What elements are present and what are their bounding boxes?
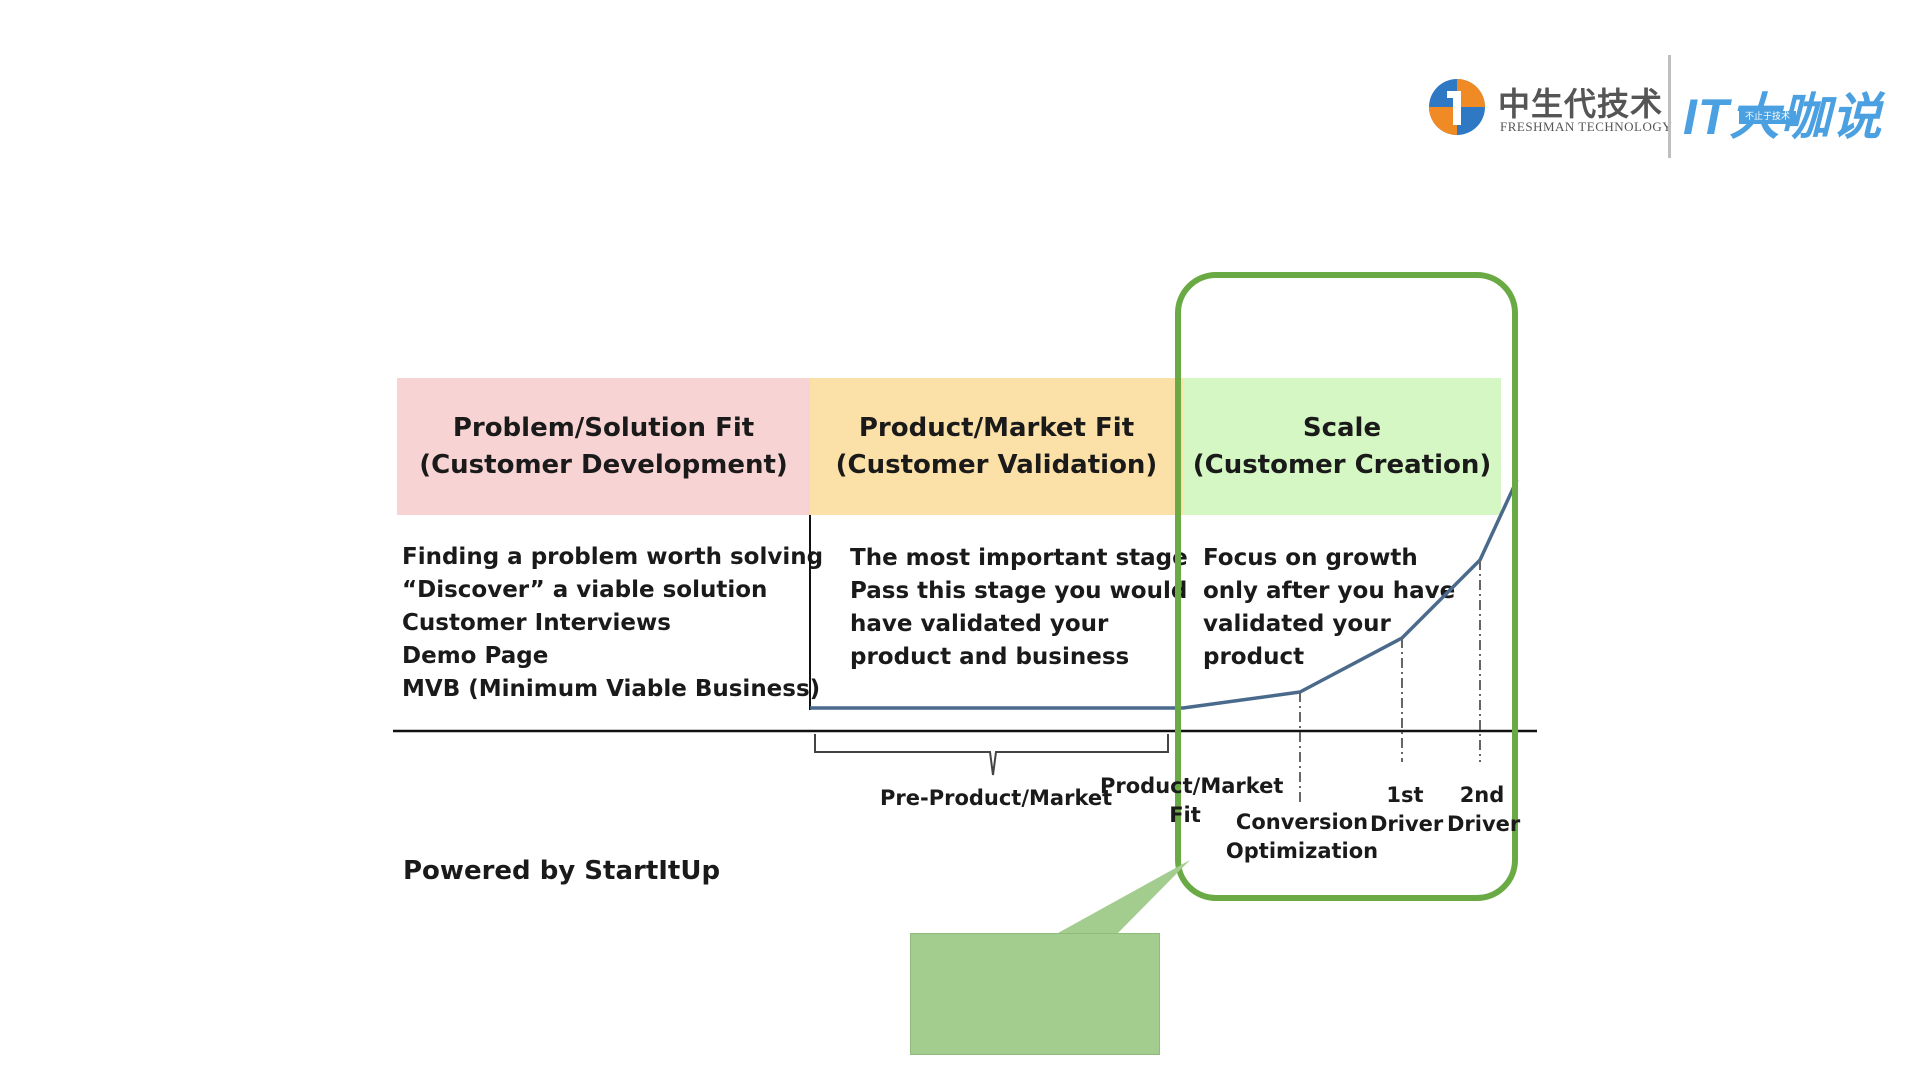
stage-subtitle: (Customer Creation) — [1192, 449, 1492, 480]
label-second-driver: 2nd Driver — [1447, 781, 1521, 839]
powered-by-credit: Powered by StartItUp — [403, 856, 721, 886]
description-line: Focus on growth — [1203, 545, 1418, 571]
label-line: Conversion — [1235, 810, 1369, 834]
description-line: validated your — [1203, 611, 1391, 637]
stage-header-product-market: Product/Market Fit (Customer Validation) — [810, 378, 1183, 515]
description-line: product and business — [850, 644, 1130, 670]
stage-header-scale: Scale (Customer Creation) — [1183, 378, 1501, 515]
description-line: Demo Page — [402, 643, 549, 669]
label-line: Fit — [1169, 803, 1201, 827]
itkashuo-logo: IT大咖说 不止于技术 — [1683, 77, 1883, 145]
description-line: MVB (Minimum Viable Business) — [402, 676, 821, 702]
label-line: Product/Market — [1100, 774, 1284, 798]
freshman-chinese-name: 中生代技术 — [1498, 85, 1664, 123]
logo-divider — [1668, 55, 1671, 158]
pre-product-market-brace — [814, 734, 1169, 776]
stage-subtitle: (Customer Development) — [419, 449, 788, 480]
itkashuo-tagline: 不止于技术 — [1739, 111, 1797, 124]
stage-description-product-market: The most important stage Pass this stage… — [850, 542, 1188, 674]
label-line: Optimization — [1225, 839, 1379, 863]
label-first-driver: 1st Driver — [1370, 781, 1444, 839]
description-line: The most important stage — [850, 545, 1188, 571]
stage-title: Scale — [1302, 412, 1382, 443]
stage-title: Product/Market Fit — [858, 412, 1135, 443]
description-line: Finding a problem worth solving — [402, 544, 824, 570]
freshman-emblem-icon — [1429, 79, 1485, 135]
description-line: Customer Interviews — [402, 610, 671, 636]
label-line: 2nd — [1459, 783, 1505, 807]
label-conversion-optimization: Conversion Optimization — [1222, 808, 1382, 866]
label-line: Driver — [1370, 812, 1444, 836]
callout-box — [910, 933, 1160, 1055]
description-line: Pass this stage you would — [850, 578, 1188, 604]
label-product-market-fit: Product/Market Fit — [1100, 772, 1284, 830]
description-line: “Discover” a viable solution — [402, 577, 768, 603]
description-line: have validated your — [850, 611, 1109, 637]
label-line: 1st — [1386, 783, 1424, 807]
header-logos: 中生代技术 FRESHMAN TECHNOLOGY IT大咖说 不止于技术 — [1425, 55, 1895, 165]
label-pre-product-market: Pre-Product/Market — [880, 786, 1113, 810]
stage-description-problem-solution: Finding a problem worth solving “Discove… — [402, 541, 823, 706]
stage-description-scale: Focus on growth only after you have vali… — [1203, 542, 1455, 674]
description-line: product — [1203, 644, 1305, 670]
callout-pointer — [1058, 860, 1190, 933]
stage-title: Problem/Solution Fit — [452, 412, 755, 443]
freshman-english-name: FRESHMAN TECHNOLOGY — [1500, 119, 1673, 134]
stage-subtitle: (Customer Validation) — [835, 449, 1158, 480]
description-line: only after you have — [1203, 578, 1456, 604]
stage-header-problem-solution: Problem/Solution Fit (Customer Developme… — [397, 378, 810, 515]
label-line: Driver — [1447, 812, 1521, 836]
